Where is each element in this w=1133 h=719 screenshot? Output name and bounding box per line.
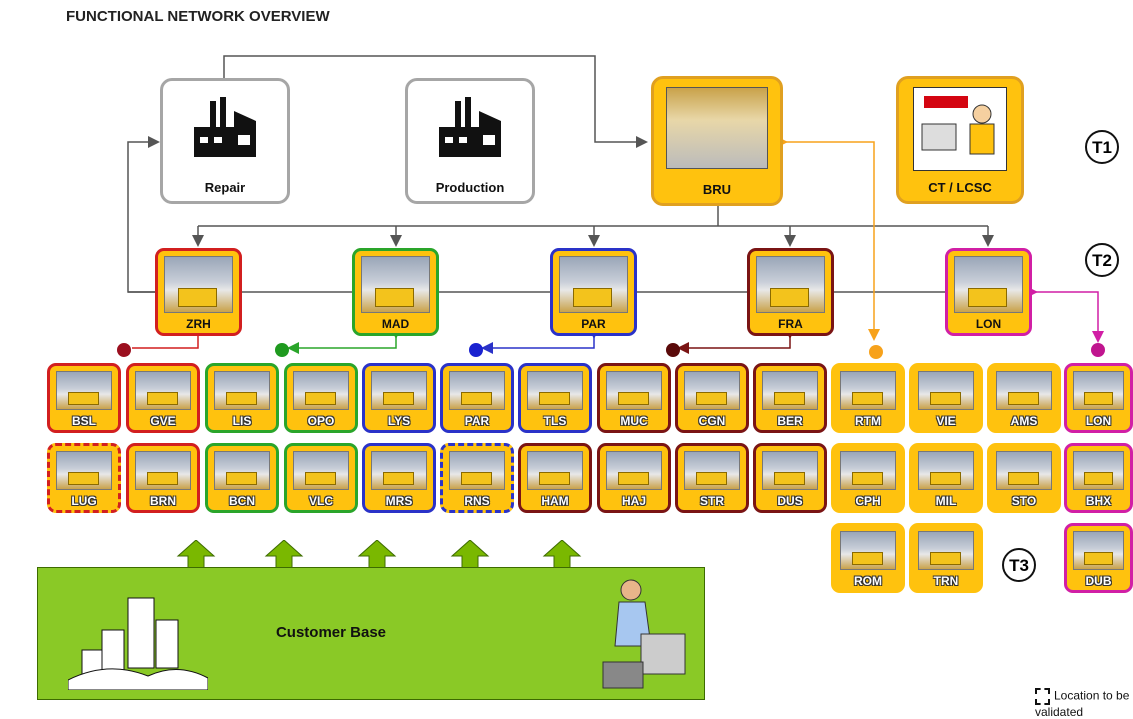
depot-trn: TRN [909, 523, 983, 593]
depot-haj: HAJ [597, 443, 671, 513]
hub-zrh: ZRH [155, 248, 242, 336]
depot-sto: STO [987, 443, 1061, 513]
customer-base: Customer Base [37, 567, 705, 700]
depot-dub: DUB [1064, 523, 1133, 593]
production-facility: Production [405, 78, 535, 204]
depot-rtm: RTM [831, 363, 905, 433]
depot-bsl: BSL [47, 363, 121, 433]
lon-dot [1091, 343, 1105, 357]
legend: Location to be validated [1035, 688, 1133, 719]
depot-par: PAR [440, 363, 514, 433]
bru-rtm-link [776, 136, 880, 341]
zrh-dot [117, 343, 131, 357]
depot-lug: LUG [47, 443, 121, 513]
worker-icon [602, 579, 686, 689]
customer-base-label: Customer Base [275, 624, 387, 641]
depot-str: STR [675, 443, 749, 513]
depot-lis: LIS [205, 363, 279, 433]
hub-lon: LON [945, 248, 1032, 336]
legend-label: Location to be validated [1035, 688, 1130, 719]
depot-rns: RNS [440, 443, 514, 513]
depot-ham: HAM [518, 443, 592, 513]
ct-lcsc-label: CT / LCSC [928, 180, 992, 195]
depot-bcn: BCN [205, 443, 279, 513]
ct-lcsc-center: CT / LCSC [896, 76, 1024, 204]
depot-dus: DUS [753, 443, 827, 513]
depot-vlc: VLC [284, 443, 358, 513]
depot-mil: MIL [909, 443, 983, 513]
city-skyline-icon [68, 597, 208, 690]
depot-bhx: BHX [1064, 443, 1133, 513]
depot-opo: OPO [284, 363, 358, 433]
repair-bru-link [223, 55, 648, 148]
tier-1-badge: T1 [1085, 130, 1119, 164]
dashed-box-icon [1035, 688, 1050, 705]
warehouse-icon [666, 87, 768, 169]
depot-cph: CPH [831, 443, 905, 513]
factory-icon [190, 91, 260, 161]
hub-mad: MAD [352, 248, 439, 336]
depot-rom: ROM [831, 523, 905, 593]
operator-icon [913, 87, 1007, 171]
repair-label: Repair [204, 180, 246, 195]
depot-ams: AMS [987, 363, 1061, 433]
rtm-dot [869, 345, 883, 359]
depot-brn: BRN [126, 443, 200, 513]
depot-vie: VIE [909, 363, 983, 433]
bru-hub: BRU [651, 76, 783, 206]
depot-muc: MUC [597, 363, 671, 433]
zrh-repair-return [127, 136, 160, 293]
production-label: Production [435, 180, 505, 195]
par-dot [469, 343, 483, 357]
depot-lon: LON [1064, 363, 1133, 433]
hub-fra: FRA [747, 248, 834, 336]
repair-facility: Repair [160, 78, 290, 204]
depot-mrs: MRS [362, 443, 436, 513]
tier-2-badge: T2 [1085, 243, 1119, 277]
depot-tls: TLS [518, 363, 592, 433]
factory-icon [435, 91, 505, 161]
depot-ber: BER [753, 363, 827, 433]
hub-par: PAR [550, 248, 637, 336]
depot-lys: LYS [362, 363, 436, 433]
depot-cgn: CGN [675, 363, 749, 433]
fra-dot [666, 343, 680, 357]
bru-label: BRU [702, 182, 732, 197]
page-title: FUNCTIONAL NETWORK OVERVIEW [66, 8, 330, 25]
depot-gve: GVE [126, 363, 200, 433]
mad-dot [275, 343, 289, 357]
tier-3-badge: T3 [1002, 548, 1036, 582]
